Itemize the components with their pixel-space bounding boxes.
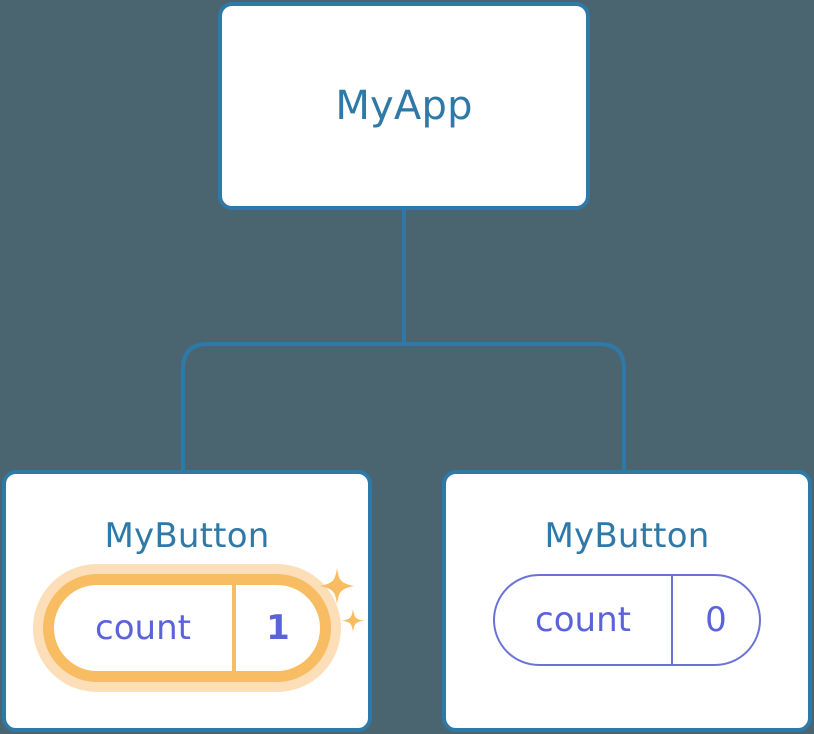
state-pill-right-value: 0 xyxy=(671,576,759,664)
edge-root-to-left-child xyxy=(181,342,406,472)
state-pill-left-key: count xyxy=(95,608,191,648)
node-mybutton-left[interactable]: MyButton count 1 xyxy=(2,470,372,732)
node-myapp-title: MyApp xyxy=(335,83,473,129)
edge-root-to-right-child xyxy=(402,342,626,472)
state-pill-left[interactable]: count 1 xyxy=(43,574,331,682)
state-pill-right[interactable]: count 0 xyxy=(493,574,761,666)
node-mybutton-right-title: MyButton xyxy=(544,516,710,556)
state-pill-right-key: count xyxy=(535,600,631,640)
state-pill-left-wrapper: count 1 xyxy=(43,574,331,682)
node-mybutton-left-title: MyButton xyxy=(104,516,270,556)
node-mybutton-right[interactable]: MyButton count 0 xyxy=(442,470,812,732)
state-pill-right-wrapper: count 0 xyxy=(493,574,761,666)
node-myapp[interactable]: MyApp xyxy=(218,2,590,210)
state-pill-left-value: 1 xyxy=(232,585,320,671)
